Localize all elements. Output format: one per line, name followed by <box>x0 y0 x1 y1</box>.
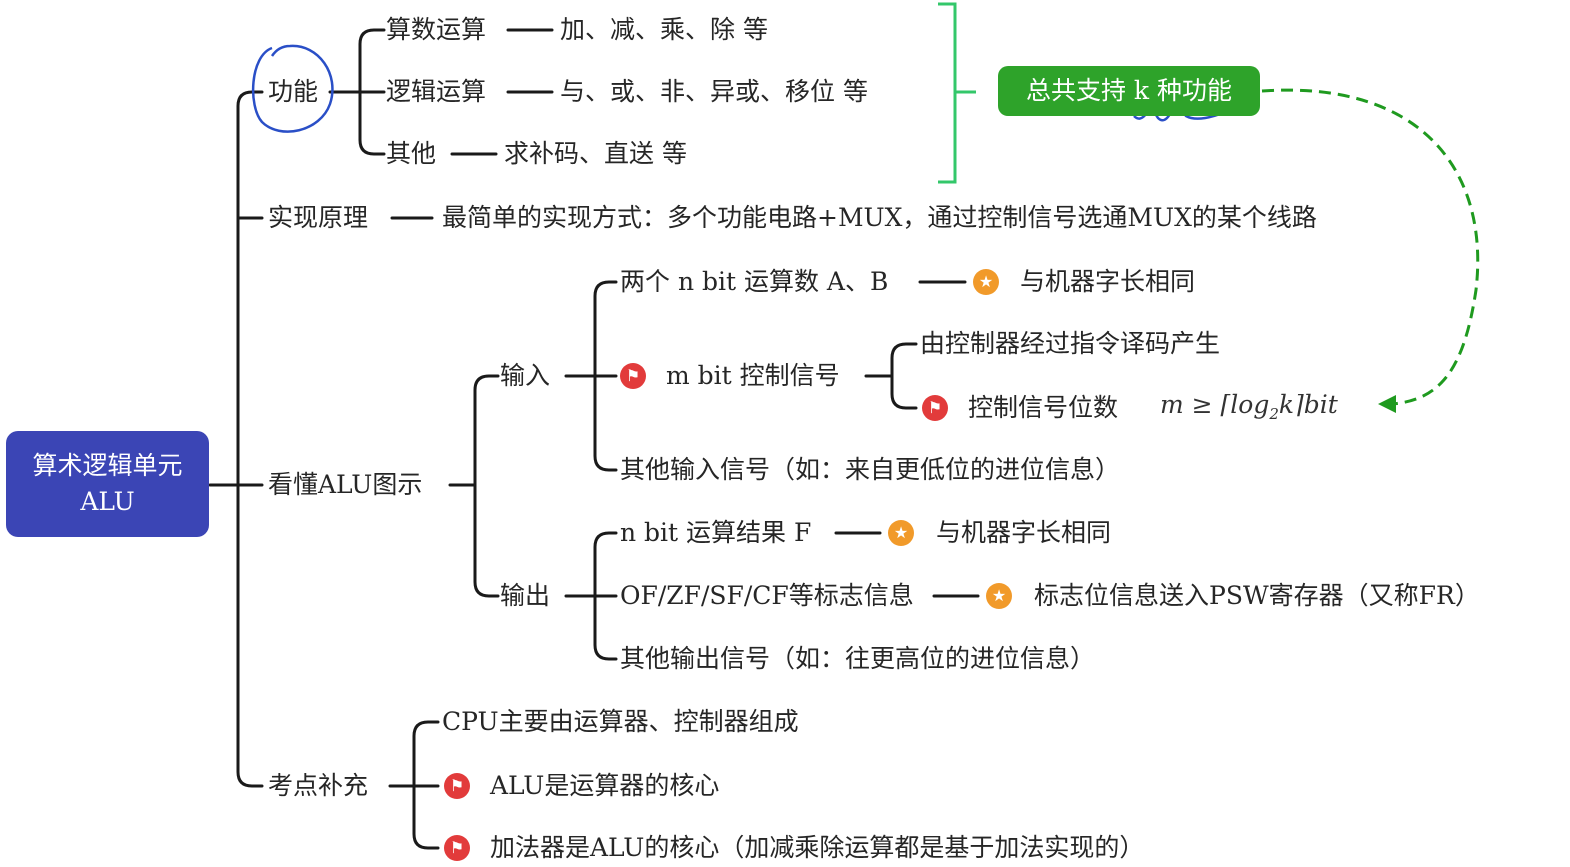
summary-bracket <box>938 2 976 184</box>
function-node[interactable]: 功能 <box>268 77 319 106</box>
flag-icon: ⚑ <box>922 395 948 421</box>
star-icon: ★ <box>973 269 999 295</box>
supplement-item-cpu[interactable]: CPU主要由运算器、控制器组成 <box>442 707 799 736</box>
arrow-head <box>1378 395 1396 413</box>
root-title: 算术逻辑单元 <box>32 451 183 480</box>
output-result-note[interactable]: 与机器字长相同 <box>936 518 1112 547</box>
output-flags[interactable]: OF/ZF/SF/CF等标志信息 <box>620 581 914 610</box>
flag-icon: ⚑ <box>444 773 470 799</box>
control-bits[interactable]: 控制信号位数 <box>968 393 1119 422</box>
supplement-item-adder[interactable]: 加法器是ALU的核心（加减乘除运算都是基于加法实现的） <box>490 833 1145 862</box>
control-source[interactable]: 由控制器经过指令译码产生 <box>920 329 1221 358</box>
flag-icon: ⚑ <box>620 363 646 389</box>
output-node[interactable]: 输出 <box>500 581 551 610</box>
annotation-circle <box>251 44 334 133</box>
diagram-node[interactable]: 看懂ALU图示 <box>268 470 423 499</box>
input-node[interactable]: 输入 <box>500 361 551 390</box>
root-node[interactable]: 算术逻辑单元 ALU <box>6 431 209 537</box>
input-other[interactable]: 其他输入信号（如：来自更低位的进位信息） <box>620 455 1121 484</box>
function-item-logic-desc[interactable]: 与、或、非、异或、移位 等 <box>560 77 868 106</box>
function-item-arithmetic-desc[interactable]: 加、减、乘、除 等 <box>560 15 768 44</box>
output-other[interactable]: 其他输出信号（如：往更高位的进位信息） <box>620 644 1096 673</box>
supplement-node[interactable]: 考点补充 <box>268 771 369 800</box>
star-icon: ★ <box>888 520 914 546</box>
output-result[interactable]: n bit 运算结果 F <box>620 518 812 547</box>
input-operands[interactable]: 两个 n bit 运算数 A、B <box>620 267 889 296</box>
principle-node[interactable]: 实现原理 <box>268 203 369 232</box>
function-item-other-desc[interactable]: 求补码、直送 等 <box>504 139 687 168</box>
flag-icon: ⚑ <box>444 835 470 861</box>
control-bits-formula: m ≥ ⌈log2k⌉bit <box>1160 390 1338 423</box>
supplement-item-alu[interactable]: ALU是运算器的核心 <box>490 771 720 800</box>
root-subtitle: ALU <box>80 487 135 516</box>
star-icon: ★ <box>986 583 1012 609</box>
input-operands-note[interactable]: 与机器字长相同 <box>1020 267 1196 296</box>
dashed-arrow <box>1261 88 1480 406</box>
function-item-arithmetic[interactable]: 算数运算 <box>386 15 487 44</box>
output-flags-note[interactable]: 标志位信息送入PSW寄存器（又称FR） <box>1034 581 1480 610</box>
function-item-logic[interactable]: 逻辑运算 <box>386 77 487 106</box>
principle-desc[interactable]: 最简单的实现方式：多个功能电路+MUX，通过控制信号选通MUX的某个线路 <box>442 203 1317 232</box>
function-summary-node[interactable]: 总共支持 k 种功能 <box>998 66 1260 116</box>
input-control-signal[interactable]: m bit 控制信号 <box>666 361 840 390</box>
function-item-other[interactable]: 其他 <box>386 139 437 168</box>
